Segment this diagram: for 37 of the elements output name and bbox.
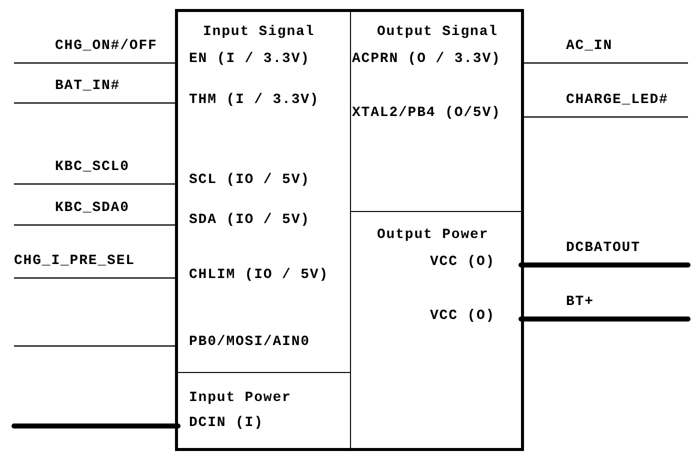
pin-name: ACPRN (O / 3.3V) xyxy=(352,50,501,68)
section-heading: Input Signal xyxy=(203,23,315,41)
pin-name: XTAL2/PB4 (O/5V) xyxy=(352,104,501,122)
signal-label: BAT_IN# xyxy=(55,77,120,95)
section-heading: Input Power xyxy=(189,389,292,407)
signal-line xyxy=(14,224,178,226)
chip-block xyxy=(175,9,524,451)
pin-section xyxy=(178,372,351,448)
signal-label: KBC_SDA0 xyxy=(55,199,130,217)
signal-line xyxy=(14,62,178,64)
pin-name: SDA (IO / 5V) xyxy=(189,211,310,229)
signal-line xyxy=(14,102,178,104)
pin-name: VCC (O) xyxy=(430,307,496,325)
pin-name: PB0/MOSI/AIN0 xyxy=(189,333,310,351)
power-line xyxy=(518,262,690,268)
section-heading: Output Signal xyxy=(377,23,498,41)
signal-label: KBC_SCL0 xyxy=(55,158,130,176)
signal-line xyxy=(14,183,178,185)
pin-name: SCL (IO / 5V) xyxy=(189,171,310,189)
signal-label: CHG_ON#/OFF xyxy=(55,37,158,55)
signal-label: CHARGE_LED# xyxy=(566,91,668,109)
pin-name: EN (I / 3.3V) xyxy=(189,50,310,68)
signal-line xyxy=(521,62,688,64)
signal-line xyxy=(14,277,178,279)
signal-label: CHG_I_PRE_SEL xyxy=(14,252,135,270)
power-line xyxy=(518,316,690,322)
pin-name: DCIN (I) xyxy=(189,414,264,432)
signal-label: BT+ xyxy=(566,293,594,311)
signal-line xyxy=(14,345,178,347)
signal-label: AC_IN xyxy=(566,37,613,55)
section-heading: Output Power xyxy=(377,226,489,244)
pin-name: CHLIM (IO / 5V) xyxy=(189,266,329,284)
pin-name: VCC (O) xyxy=(430,253,496,271)
signal-line xyxy=(521,116,688,118)
signal-label: DCBATOUT xyxy=(566,239,640,257)
pin-name: THM (I / 3.3V) xyxy=(189,91,320,109)
power-line xyxy=(12,424,180,428)
